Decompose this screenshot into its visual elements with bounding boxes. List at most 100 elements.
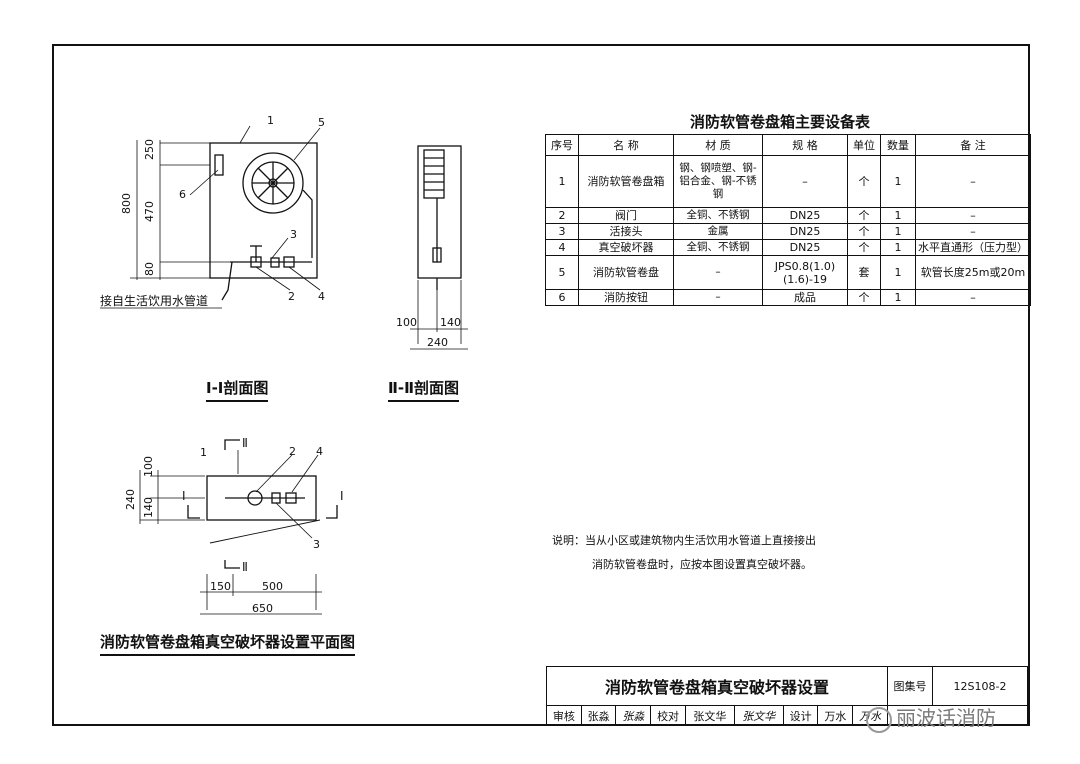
cell-name: 真空破坏器 <box>578 239 674 256</box>
col-no: 序号 <box>545 134 579 156</box>
section-2-2-drawing <box>410 145 468 350</box>
inlet-pipe <box>221 261 233 301</box>
table-title: 消防软管卷盘箱主要设备表 <box>689 113 870 131</box>
section-1-1-drawing <box>100 125 321 309</box>
atlas-number: 12S108-2 <box>932 666 1028 706</box>
cell-remark: – <box>915 223 1031 240</box>
label-1: 1 <box>267 114 274 127</box>
review-signature: 张淼 <box>615 705 652 726</box>
cell-remark: – <box>915 155 1031 208</box>
cell-material: – <box>673 255 763 290</box>
plan-mark-ii-top: Ⅱ <box>242 436 248 450</box>
cell-name: 消防软管卷盘 <box>578 255 674 290</box>
leader-plan-2 <box>255 454 293 493</box>
section-mark-i-right <box>326 505 338 519</box>
table-row: 3 活接头 金属 DN25 个 1 – <box>545 223 1031 240</box>
cell-no: 2 <box>545 207 579 224</box>
table-row: 1 消防软管卷盘箱 钢、钢喷塑、钢-铝合金、钢-不锈钢 – 个 1 – <box>545 155 1031 208</box>
cell-qty: 1 <box>880 207 916 224</box>
plan-mark-i-right: Ⅰ <box>340 489 344 503</box>
cell-name: 阀门 <box>578 207 674 224</box>
cell-spec: DN25 <box>762 239 848 256</box>
cell-qty: 1 <box>880 223 916 240</box>
cell-qty: 1 <box>880 255 916 290</box>
table-row: 5 消防软管卷盘 – JPS0.8(1.0)(1.6)-19 套 1 软管长度2… <box>545 255 1031 290</box>
leader-3 <box>271 237 289 259</box>
cell-material: 钢、钢喷塑、钢-铝合金、钢-不锈钢 <box>673 155 763 208</box>
plan-dim-150: 150 <box>210 580 231 593</box>
col-qty: 数量 <box>880 134 916 156</box>
leader-5 <box>293 127 321 161</box>
cell-unit: 套 <box>847 255 881 290</box>
section-mark-ii-top <box>224 439 240 450</box>
col-spec: 规 格 <box>762 134 848 156</box>
note-line-2: 消防软管卷盘时，应按本图设置真空破坏器。 <box>592 558 812 571</box>
label-3: 3 <box>290 228 297 241</box>
cabinet-plan <box>206 475 317 521</box>
cell-unit: 个 <box>847 207 881 224</box>
cell-spec: JPS0.8(1.0)(1.6)-19 <box>762 255 848 290</box>
dim-80: 80 <box>143 262 156 276</box>
caption-section-2-2: Ⅱ-Ⅱ剖面图 <box>388 377 459 402</box>
dim-470: 470 <box>143 201 156 222</box>
plan-dim-140: 140 <box>142 497 155 518</box>
note-line-1: 说明：当从小区或建筑物内生活饮用水管道上直接接出 <box>552 534 816 547</box>
cell-spec: DN25 <box>762 223 848 240</box>
design-label: 设计 <box>782 705 819 726</box>
cell-name: 消防软管卷盘箱 <box>578 155 674 208</box>
cabinet-front <box>209 142 318 279</box>
cabinet-side <box>417 145 462 279</box>
label-6: 6 <box>179 188 186 201</box>
review-label: 审核 <box>546 705 582 726</box>
cell-unit: 个 <box>847 239 881 256</box>
table-row: 6 消防按钮 – 成品 个 1 – <box>545 289 1031 306</box>
reel-spoke-d2 <box>257 167 289 199</box>
plan-dim-650: 650 <box>252 602 273 615</box>
cell-spec: DN25 <box>762 207 848 224</box>
cell-material: 全铜、不锈钢 <box>673 207 763 224</box>
plan-dim-100: 100 <box>142 456 155 477</box>
plan-label-4: 4 <box>316 445 323 458</box>
riser-pipe <box>302 189 313 258</box>
drawing-title: 消防软管卷盘箱真空破坏器设置 <box>546 666 888 706</box>
atlas-label: 图集号 <box>887 666 933 706</box>
cell-remark: 水平直通形（压力型） <box>915 239 1031 256</box>
hose-reel-outer <box>242 152 304 214</box>
plan-dim-240: 240 <box>124 489 137 510</box>
union-body <box>270 257 280 268</box>
cell-remark: – <box>915 289 1031 306</box>
cell-no: 3 <box>545 223 579 240</box>
check-name: 张文华 <box>684 705 735 726</box>
dim-800: 800 <box>120 193 133 214</box>
leader-plan-3 <box>275 502 313 539</box>
watermark: 丽波话消防 <box>866 702 996 733</box>
cell-spec: 成品 <box>762 289 848 306</box>
title-block-main-row: 消防软管卷盘箱真空破坏器设置 图集号 12S108-2 <box>546 666 1028 706</box>
cell-unit: 个 <box>847 155 881 208</box>
plan-wall-line <box>209 519 321 544</box>
explanation-note: 说明：当从小区或建筑物内生活饮用水管道上直接接出 消防软管卷盘时，应按本图设置真… <box>552 529 816 577</box>
table-row: 4 真空破坏器 全铜、不锈钢 DN25 个 1 水平直通形（压力型） <box>545 239 1031 256</box>
fire-button-box <box>214 154 224 176</box>
review-name: 张淼 <box>580 705 617 726</box>
dim-100: 100 <box>396 316 417 329</box>
side-valve <box>432 247 442 263</box>
watermark-text: 丽波话消防 <box>896 706 996 730</box>
leader-6 <box>189 169 219 196</box>
cell-no: 4 <box>545 239 579 256</box>
plan-drawing <box>139 439 338 615</box>
cell-qty: 1 <box>880 289 916 306</box>
plan-mark-i-left: Ⅰ <box>182 489 186 503</box>
label-2: 2 <box>288 290 295 303</box>
cell-no: 5 <box>545 255 579 290</box>
cell-no: 6 <box>545 289 579 306</box>
dim-250: 250 <box>143 139 156 160</box>
cell-spec: – <box>762 155 848 208</box>
plan-mark-ii-bottom: Ⅱ <box>242 560 248 574</box>
leader-2 <box>255 266 291 291</box>
cell-name: 活接头 <box>578 223 674 240</box>
table-header-row: 序号 名 称 材 质 规 格 单位 数量 备 注 <box>545 134 1031 156</box>
cell-remark: 软管长度25m或20m <box>915 255 1031 290</box>
col-unit: 单位 <box>847 134 881 156</box>
